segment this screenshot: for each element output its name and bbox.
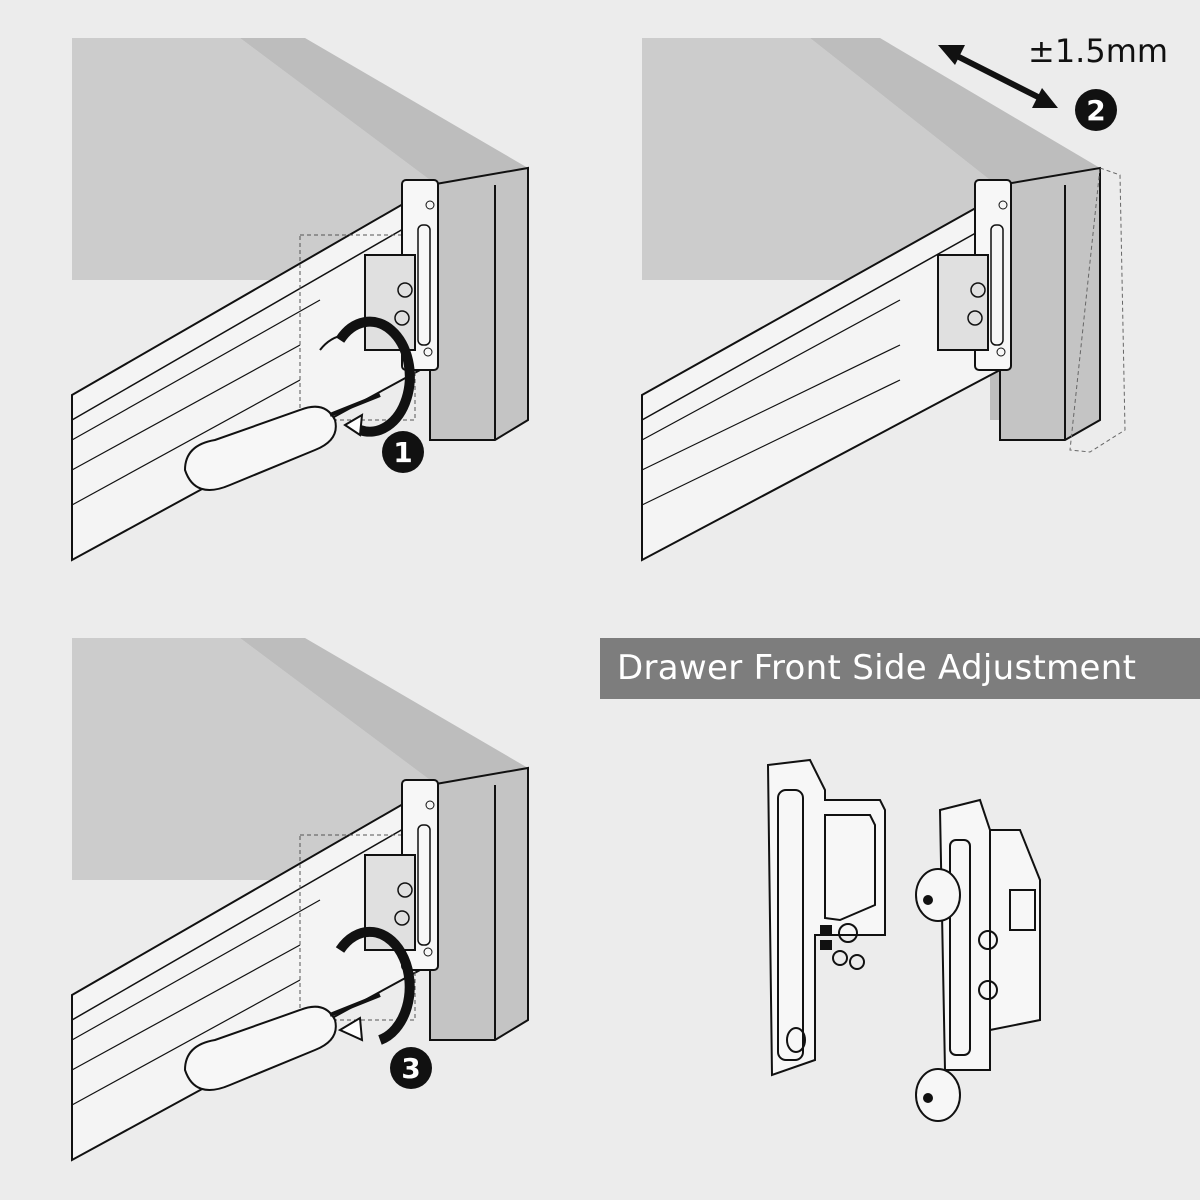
step-2-panel: ±1.5mm 2 xyxy=(600,0,1200,600)
screwdriver xyxy=(183,993,381,1091)
step-3-panel: 3 xyxy=(0,600,600,1200)
drawer-bottom xyxy=(642,38,990,280)
adjusted-front-outline xyxy=(1069,167,1126,453)
bracket-parts-panel xyxy=(600,600,1200,1200)
rotate-clockwise-arrow xyxy=(319,316,415,437)
drawer-front-board xyxy=(429,766,529,1041)
bottom-adjustment-cam xyxy=(915,1068,961,1122)
step-1-illustration: 1 xyxy=(71,38,529,562)
step-1-number: 1 xyxy=(393,436,412,469)
step-1-panel: 1 xyxy=(0,0,600,600)
screwdriver xyxy=(183,393,381,491)
rotate-counterclockwise-arrow xyxy=(335,926,415,1045)
step-2-number: 2 xyxy=(1086,94,1105,127)
bracket-parts-illustration xyxy=(766,758,1041,1122)
right-front-bracket xyxy=(915,798,1041,1122)
page-title: Drawer Front Side Adjustment xyxy=(600,638,1200,699)
front-bracket xyxy=(364,179,439,371)
step-3-number: 3 xyxy=(401,1052,420,1085)
front-bracket xyxy=(937,179,1012,371)
step-2-illustration: ±1.5mm 2 xyxy=(641,32,1168,562)
step-1-badge: 1 xyxy=(382,431,424,473)
drawer-front-board xyxy=(999,166,1101,441)
left-front-bracket xyxy=(766,758,886,1077)
step-2-badge: 2 xyxy=(1075,89,1117,131)
drawer-front-board xyxy=(429,166,529,441)
drawer-bottom xyxy=(72,638,430,880)
step-3-badge: 3 xyxy=(390,1047,432,1089)
tolerance-label: ±1.5mm xyxy=(1028,32,1168,70)
adjustment-double-arrow xyxy=(938,45,1058,108)
top-adjustment-cam xyxy=(915,868,961,922)
drawer-bottom xyxy=(72,38,430,280)
step-3-illustration: 3 xyxy=(71,638,529,1162)
